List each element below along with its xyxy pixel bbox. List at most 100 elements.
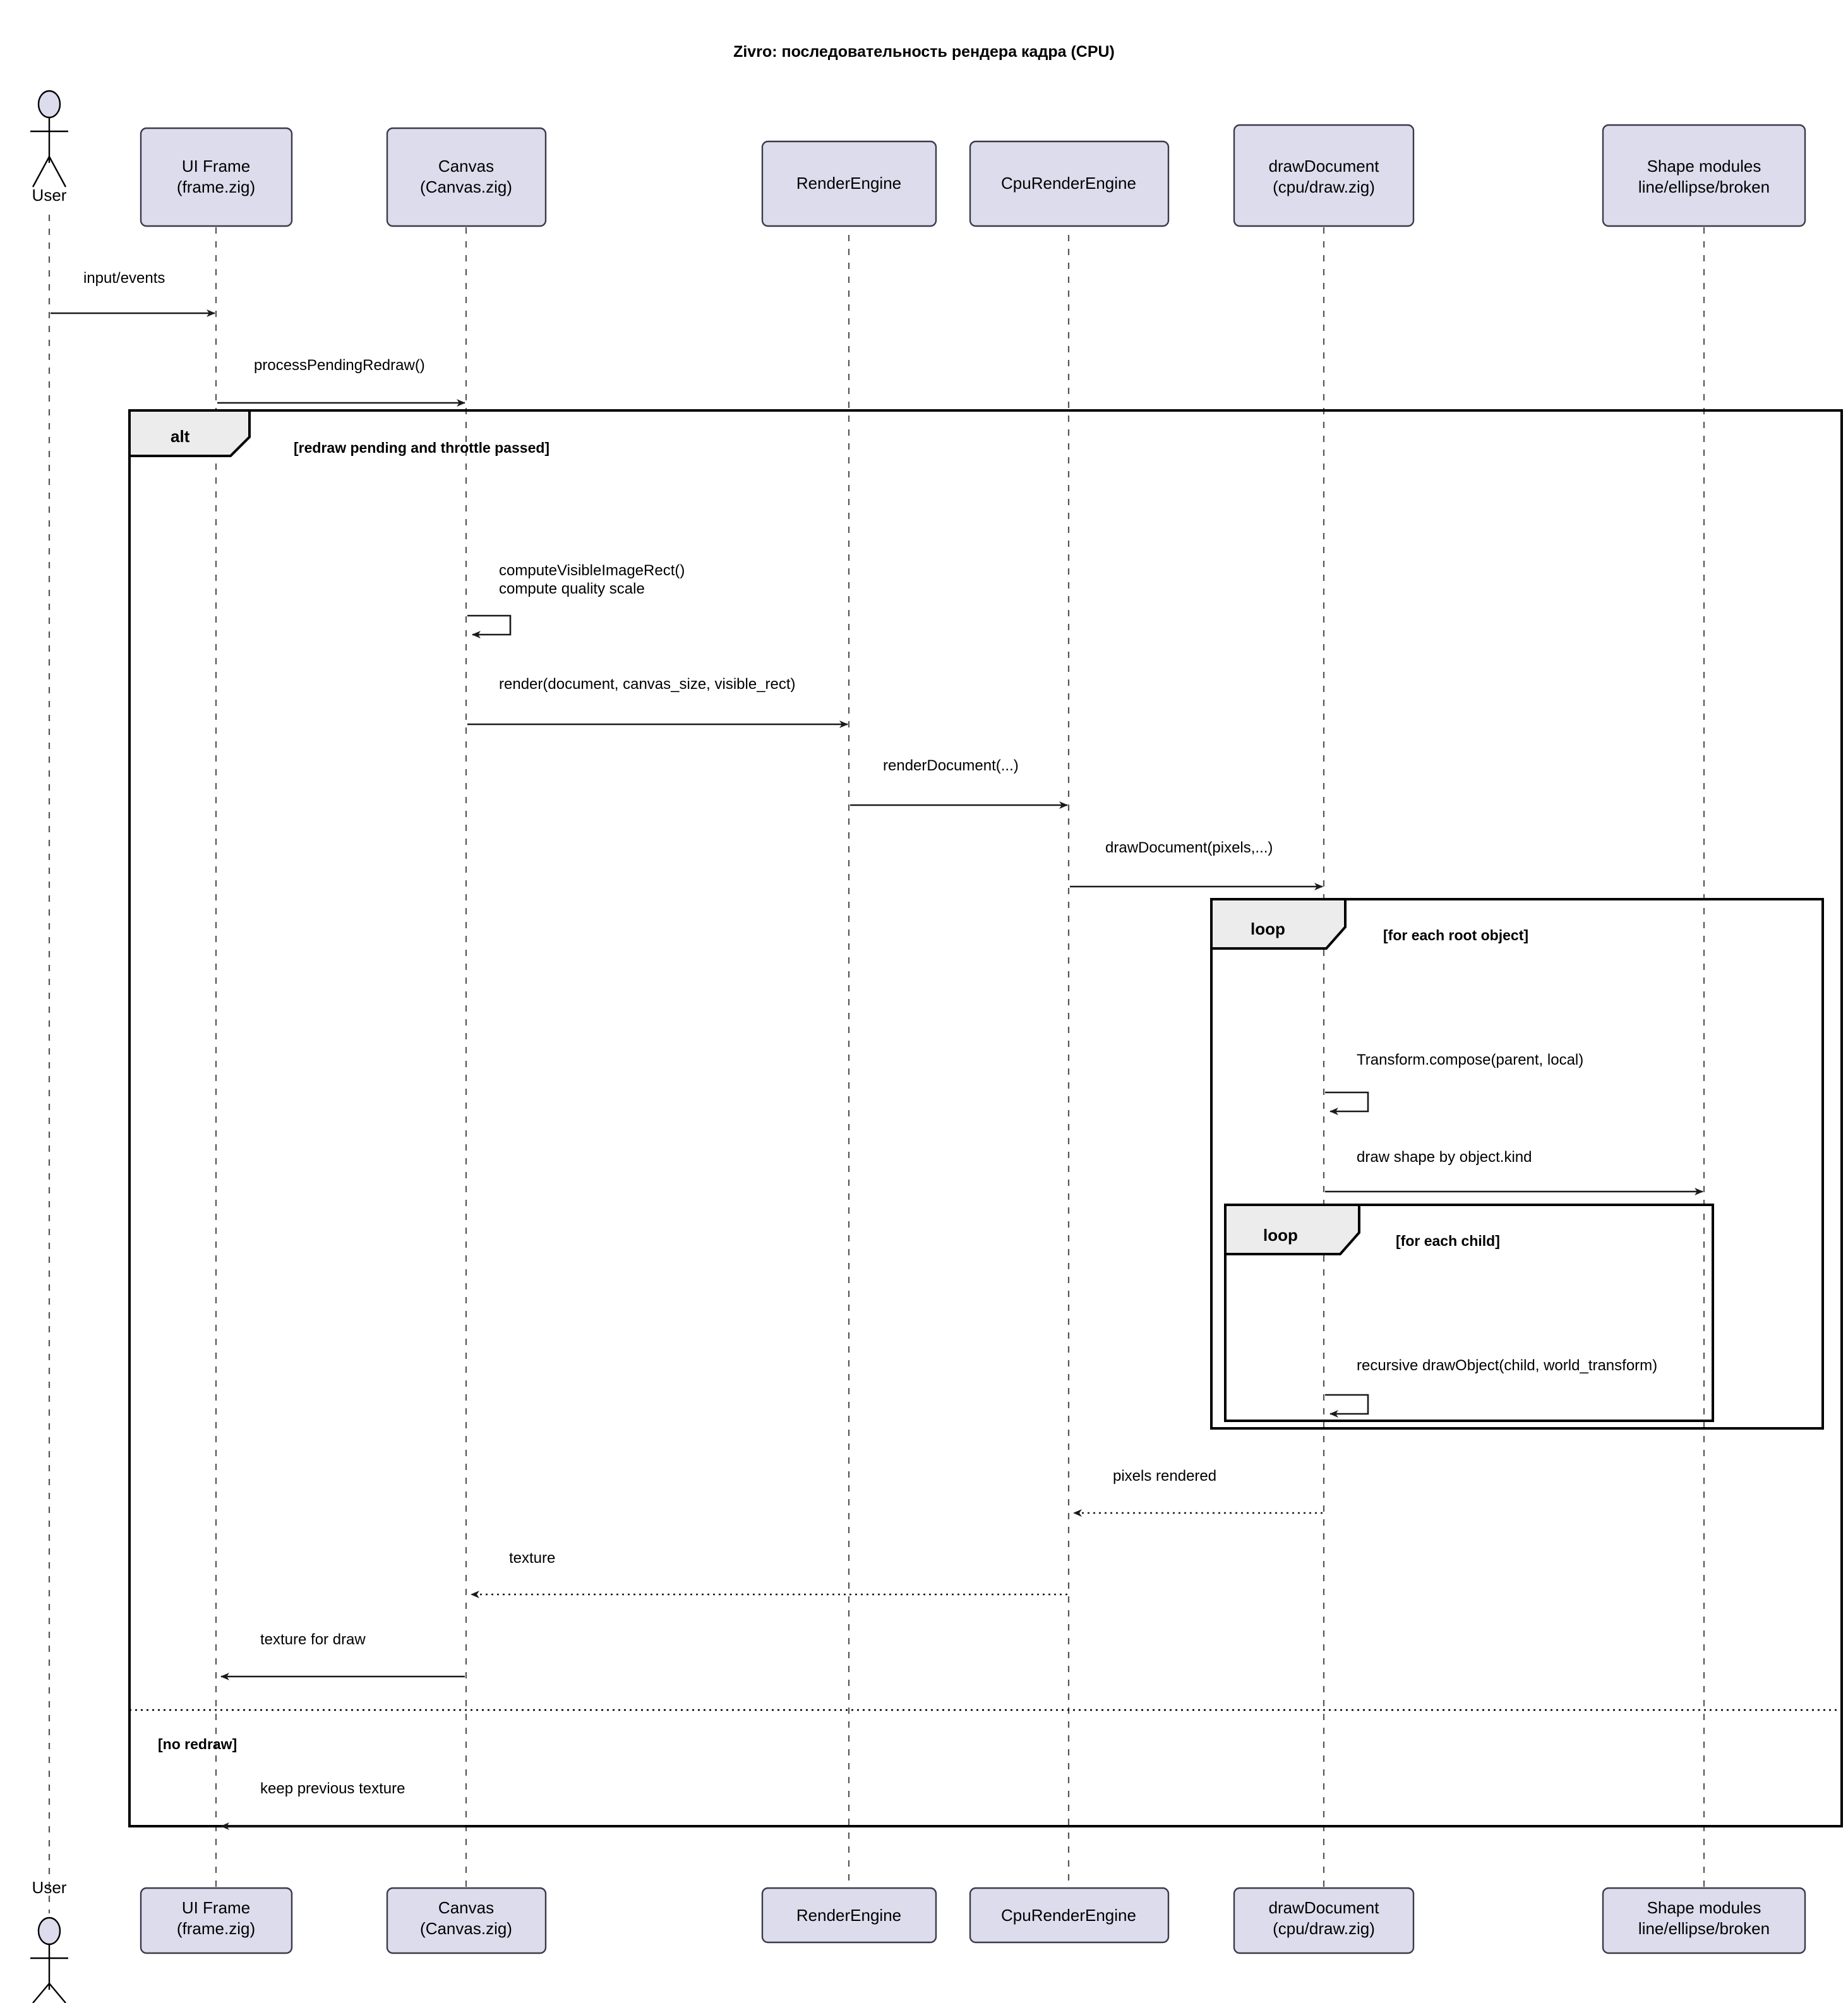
message-selfarrow-recursive-draw-object — [1325, 1394, 1369, 1418]
message-label-compute-visible-image-rect: computeVisibleImageRect() — [499, 562, 685, 579]
fragment-loop-child: loop [for each child] — [1224, 1204, 1714, 1422]
participant-cpurenderengine-bottom[interactable]: CpuRenderEngine — [969, 1887, 1170, 1944]
participant-box-renderengine-bottom[interactable] — [761, 1887, 937, 1944]
fragment-alt-keyword: alt — [171, 427, 190, 446]
message-label-recursive-draw-object: recursive drawObject(child, world_transf… — [1357, 1357, 1657, 1374]
participant-label-ui-frame-bottom-line1: UI Frame — [182, 1898, 250, 1917]
message-label-process-pending-redraw: processPendingRedraw() — [254, 357, 425, 374]
fragment-loop-child-tab — [1224, 1204, 1360, 1255]
message-input-events: input/events — [51, 270, 215, 317]
participant-box-shape-modules-bottom[interactable] — [1602, 1887, 1806, 1954]
participant-box-renderengine-top[interactable] — [761, 140, 937, 227]
message-label-texture-for-draw: texture for draw — [260, 1631, 366, 1648]
actor-right-leg-icon — [48, 156, 67, 188]
fragment-loop-child-border — [1224, 1204, 1714, 1422]
participant-drawdocument-bottom[interactable]: drawDocument (cpu/draw.zig) — [1233, 1887, 1415, 1954]
message-draw-shape: draw shape by object.kind — [1325, 1149, 1703, 1195]
message-label-draw-shape: draw shape by object.kind — [1357, 1149, 1532, 1166]
participant-label-renderengine-bottom: RenderEngine — [796, 1906, 901, 1925]
participant-ui-frame-top[interactable]: UI Frame (frame.zig) — [140, 127, 293, 227]
participant-label-shape-modules-line1: Shape modules — [1647, 157, 1761, 176]
message-draw-document: drawDocument(pixels,...) — [1070, 839, 1323, 890]
actor-head-icon — [37, 90, 61, 119]
participant-label-canvas-bottom-line2: (Canvas.zig) — [420, 1919, 512, 1938]
fragment-loop-child-condition: [for each child] — [1396, 1233, 1500, 1249]
message-selfarrow-transform-compose — [1325, 1091, 1369, 1115]
fragment-loop-root-keyword: loop — [1251, 919, 1285, 938]
participant-canvas-bottom[interactable]: Canvas (Canvas.zig) — [386, 1887, 547, 1954]
fragment-loop-root-condition: [for each root object] — [1383, 927, 1528, 943]
fragment-alt-alt-condition: [no redraw] — [158, 1736, 237, 1752]
fragment-alt: alt [redraw pending and throttle passed]… — [128, 409, 1843, 1827]
message-recursive-draw-object: recursive drawObject(child, world_transf… — [1325, 1357, 1657, 1418]
participant-canvas-top[interactable]: Canvas (Canvas.zig) — [386, 127, 547, 227]
participant-renderengine-top[interactable]: RenderEngine — [761, 140, 937, 227]
participant-label-ui-frame-line2: (frame.zig) — [177, 177, 255, 196]
fragment-alt-condition: [redraw pending and throttle passed] — [294, 439, 549, 456]
message-texture-for-draw: texture for draw — [220, 1631, 465, 1680]
actor-label-user-top: User — [32, 186, 67, 205]
actor-right-leg-icon-bottom — [49, 1983, 66, 2003]
participant-label-ui-frame-bottom-line2: (frame.zig) — [177, 1919, 255, 1938]
participant-label-drawdocument-bottom-line2: (cpu/draw.zig) — [1273, 1919, 1375, 1938]
participant-box-cpurenderengine-bottom[interactable] — [969, 1887, 1170, 1944]
message-label-draw-document: drawDocument(pixels,...) — [1105, 839, 1273, 856]
message-label-render-document: renderDocument(...) — [883, 757, 1019, 774]
message-process-pending-redraw: processPendingRedraw() — [217, 357, 465, 407]
participant-box-canvas-bottom[interactable] — [386, 1887, 547, 1954]
participant-label-cpurenderengine-bottom: CpuRenderEngine — [1001, 1906, 1136, 1925]
participant-label-drawdocument-bottom-line1: drawDocument — [1269, 1898, 1380, 1917]
participant-ui-frame-bottom[interactable]: UI Frame (frame.zig) — [140, 1887, 293, 1954]
message-pixels-rendered: pixels rendered — [1073, 1468, 1323, 1517]
participant-label-cpurenderengine: CpuRenderEngine — [1001, 174, 1136, 193]
message-transform-compose: Transform.compose(parent, local) — [1325, 1051, 1583, 1115]
participant-shape-modules-bottom[interactable]: Shape modules line/ellipse/broken — [1602, 1887, 1806, 1954]
participant-box-ui-frame-top[interactable] — [140, 127, 293, 227]
participant-label-canvas-line2: (Canvas.zig) — [420, 177, 512, 196]
message-label-keep-previous-texture: keep previous texture — [260, 1780, 405, 1797]
participant-drawdocument-top[interactable]: drawDocument (cpu/draw.zig) — [1233, 124, 1415, 227]
message-keep-previous-texture: keep previous texture — [220, 1780, 465, 1830]
participant-cpurenderengine-top[interactable]: CpuRenderEngine — [969, 140, 1170, 227]
message-label-input-events: input/events — [83, 270, 165, 287]
participant-box-shape-modules-top[interactable] — [1602, 124, 1806, 227]
actor-label-user-bottom: User — [32, 1878, 67, 1897]
message-label-texture: texture — [509, 1550, 555, 1567]
participant-box-ui-frame-bottom[interactable] — [140, 1887, 293, 1954]
participant-label-drawdocument-line2: (cpu/draw.zig) — [1273, 177, 1375, 196]
message-render: render(document, canvas_size, visible_re… — [467, 676, 848, 728]
message-compute-visible-image-rect: computeVisibleImageRect() compute qualit… — [467, 562, 685, 638]
participant-label-canvas-bottom-line1: Canvas — [438, 1898, 494, 1917]
fragment-loop-root: loop [for each root object] — [1210, 898, 1824, 1430]
message-label-transform-compose: Transform.compose(parent, local) — [1357, 1051, 1583, 1068]
participant-label-shape-modules-bottom-line2: line/ellipse/broken — [1638, 1919, 1770, 1938]
message-texture: texture — [471, 1550, 1067, 1598]
fragment-loop-child-keyword: loop — [1263, 1226, 1298, 1245]
page-title: Zivro: последовательность рендера кадра … — [733, 43, 1115, 61]
participant-label-shape-modules-bottom-line1: Shape modules — [1647, 1898, 1761, 1917]
actor-left-leg-icon-bottom — [32, 1983, 50, 2003]
lifelines-group — [48, 215, 1705, 1913]
participants-top: User UI Frame (frame.zig) Canvas (Canvas… — [30, 90, 1806, 227]
participant-box-drawdocument-bottom[interactable] — [1233, 1887, 1415, 1954]
fragment-alt-tab — [128, 409, 251, 457]
participant-renderengine-bottom[interactable]: RenderEngine — [761, 1887, 937, 1944]
participant-box-cpurenderengine-top[interactable] — [969, 140, 1170, 227]
actor-user-top: User — [30, 90, 68, 205]
message-label-pixels-rendered: pixels rendered — [1113, 1468, 1216, 1485]
fragment-loop-root-border — [1210, 898, 1824, 1430]
message-label-compute-quality-scale: compute quality scale — [499, 580, 645, 597]
participant-label-ui-frame-line1: UI Frame — [182, 157, 250, 176]
participant-box-drawdocument-top[interactable] — [1233, 124, 1415, 227]
fragment-loop-root-tab — [1210, 898, 1347, 950]
participant-label-shape-modules-line2: line/ellipse/broken — [1638, 177, 1770, 196]
participant-box-canvas-top[interactable] — [386, 127, 547, 227]
participant-shape-modules-top[interactable]: Shape modules line/ellipse/broken — [1602, 124, 1806, 227]
message-selfarrow-compute-visible-image-rect — [467, 614, 512, 638]
actor-user-bottom: User — [30, 1878, 68, 2003]
message-render-document: renderDocument(...) — [850, 757, 1068, 809]
message-label-render: render(document, canvas_size, visible_re… — [499, 676, 796, 693]
